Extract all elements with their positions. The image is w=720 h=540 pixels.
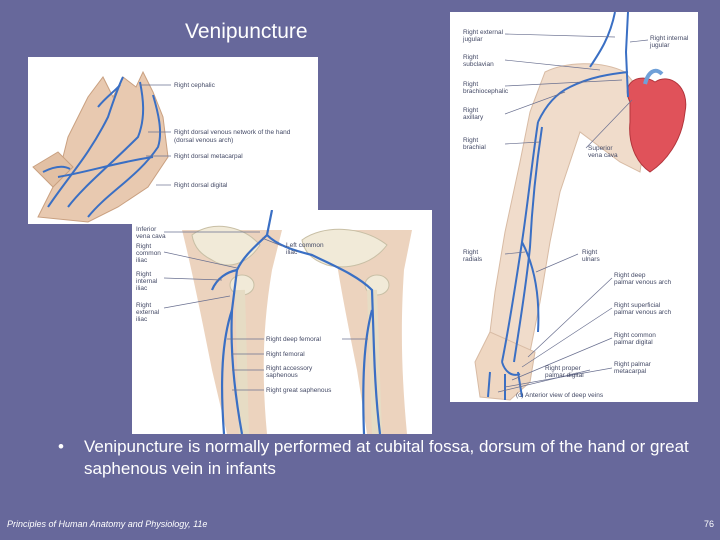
arm-left-label-3: subclavian (463, 61, 494, 68)
arm-right-label-0: Right internal (650, 35, 689, 42)
leg-left-label-0: Inferior (136, 226, 157, 233)
leg-left-label-1: vena cava (136, 233, 166, 240)
hand-illustration: Right cephalic Right dorsal venous netwo… (28, 57, 318, 224)
leg-right-label-2: Right accessory (266, 365, 313, 372)
arm-left-label-5: brachiocephalic (463, 88, 509, 95)
hand-figure: Right cephalic Right dorsal venous netwo… (28, 57, 318, 224)
leg-left-label-5: Right (136, 271, 151, 278)
arm-right-label-13: metacarpal (614, 368, 647, 375)
arm-right-label-4: Right (582, 249, 597, 256)
arm-illustration: Right external jugular Right subclavian … (450, 12, 698, 402)
footer-text: Principles of Human Anatomy and Physiolo… (7, 519, 208, 529)
arm-right-label-5: ulnars (582, 256, 600, 263)
slide-title: Venipuncture (185, 20, 308, 43)
arm-right-label-12: Right palmar (614, 361, 652, 368)
arm-left-label-8: Right (463, 137, 478, 144)
bullet-point: • Venipuncture is normally performed at … (58, 436, 698, 480)
leg-top-label-0: Left common (286, 242, 324, 249)
leg-left-label-8: Right (136, 302, 151, 309)
leg-left-label-6: internal (136, 278, 158, 285)
leg-left-label-4: iliac (136, 257, 148, 264)
arm-caption: (c) Anterior view of deep veins (516, 392, 604, 399)
arm-left-label-10: Right (463, 249, 478, 256)
arm-left-label-6: Right (463, 107, 478, 114)
arm-right-label-9: palmar venous arch (614, 309, 671, 316)
arm-left-label-2: Right (463, 54, 478, 61)
arm-right-label-10: Right common (614, 332, 656, 339)
hand-label-3: Right dorsal metacarpal (174, 153, 243, 160)
arm-left-label-11: radials (463, 256, 483, 263)
leg-illustration: Inferior vena cava Right common iliac Ri… (132, 210, 432, 434)
leg-left-label-7: iliac (136, 285, 148, 292)
page-number: 76 (703, 519, 714, 529)
arm-right-label-3: vena cava (588, 152, 618, 159)
leg-right-label-1: Right femoral (266, 351, 305, 358)
leg-top-label-1: iliac (286, 249, 298, 256)
arm-right-label-6: Right deep (614, 272, 646, 279)
arm-left-label-4: Right (463, 81, 478, 88)
arm-right-label-2: Superior (588, 145, 613, 152)
arm-right-label-8: Right superficial (614, 302, 661, 309)
arm-left-label-0: Right external (463, 29, 504, 36)
arm-right-label-1: jugular (649, 42, 670, 49)
hand-label-2: (dorsal venous arch) (174, 137, 233, 144)
bullet-marker: • (58, 437, 64, 456)
arm-right-label-7: palmar venous arch (614, 279, 671, 286)
arm-right-label-11: palmar digital (614, 339, 653, 346)
arm-right-label-14: Right proper (545, 365, 582, 372)
arm-right-label-15: palmar digital (545, 372, 584, 379)
leg-left-label-10: iliac (136, 316, 148, 323)
hand-label-0: Right cephalic (174, 82, 216, 89)
hand-label-1: Right dorsal venous network of the hand (174, 129, 291, 136)
leg-figure: Inferior vena cava Right common iliac Ri… (132, 210, 432, 434)
hand-label-4: Right dorsal digital (174, 182, 228, 189)
arm-left-label-9: brachial (463, 144, 486, 151)
leg-right-label-3: saphenous (266, 372, 299, 379)
arm-left-label-1: jugular (462, 36, 483, 43)
bullet-text: Venipuncture is normally performed at cu… (84, 437, 689, 478)
leg-left-label-3: common (136, 250, 161, 257)
leg-right-label-4: Right great saphenous (266, 387, 332, 394)
leg-left-label-2: Right (136, 243, 151, 250)
leg-right-label-0: Right deep femoral (266, 336, 321, 343)
leg-left-label-9: external (136, 309, 160, 316)
arm-figure: Right external jugular Right subclavian … (450, 12, 698, 402)
arm-left-label-7: axillary (463, 114, 484, 121)
